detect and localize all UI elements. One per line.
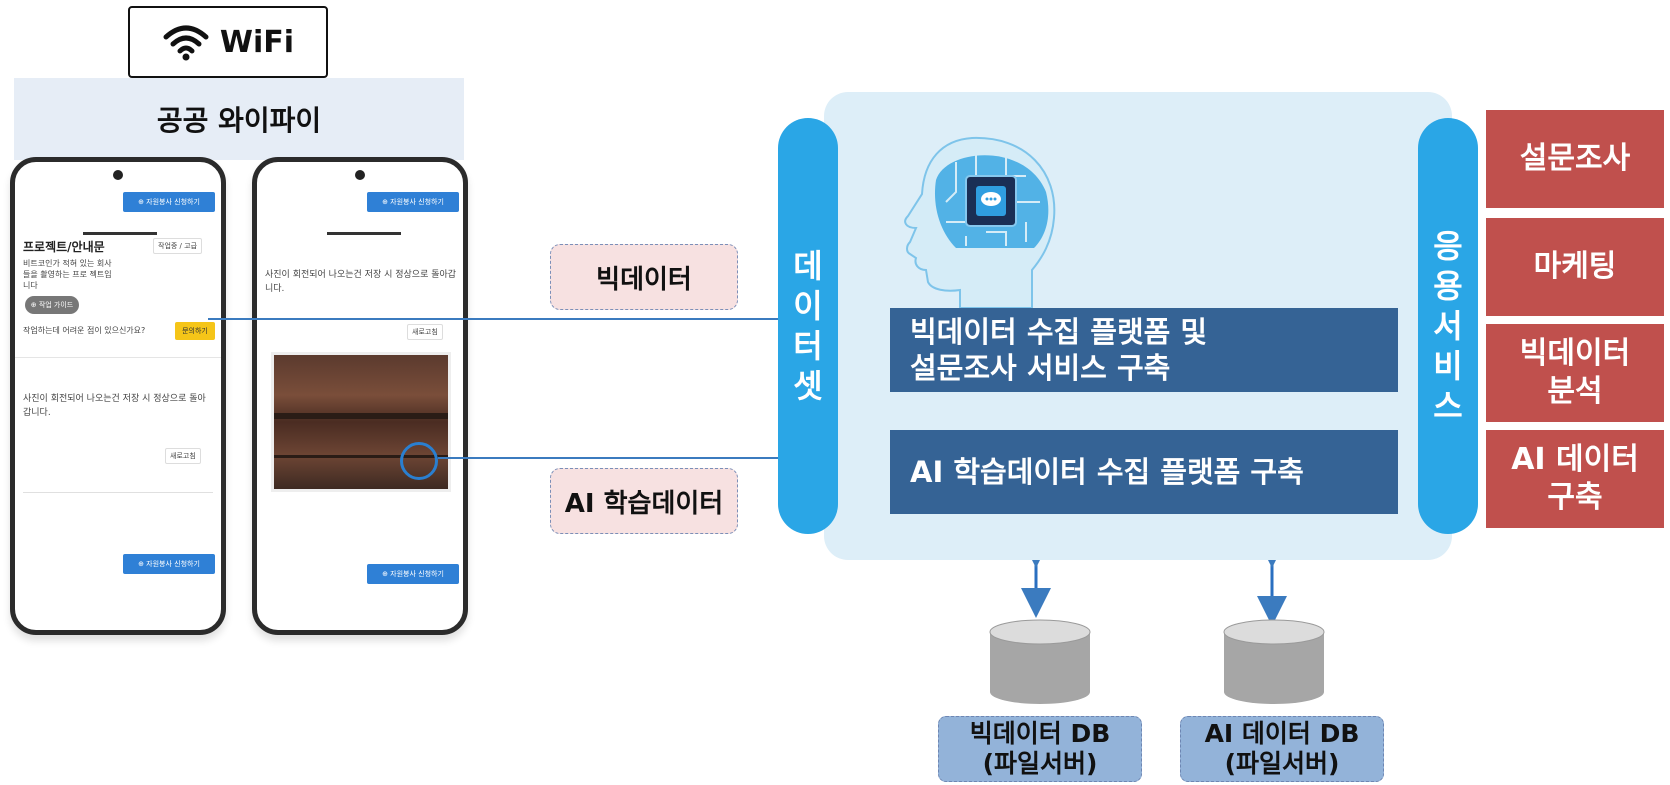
ai-data-db-label: AI 데이터 DB (파일서버) [1180,716,1384,782]
photo-note: 사진이 회전되어 나오는건 저장 시 정상으로 돌아갑니다. [265,270,457,294]
status-tag: 작업중 / 고급 [153,238,203,254]
service-char: 용 [1433,267,1463,305]
dataset-char: 이 [793,287,823,325]
wifi-badge: WiFi [128,6,328,78]
service-char: 서 [1433,307,1463,345]
dataset-char: 데 [793,247,823,285]
selection-circle [400,442,438,480]
project-desc: 비트코인가 적혀 있는 회사들을 촬영하는 프로 젝트입니다 [23,259,112,290]
volunteer-button-bottom[interactable]: ⊕ 자원봉사 신청하기 [367,564,459,584]
divider [83,232,157,235]
public-wifi-label: 공공 와이파이 [14,78,464,160]
section-separator [15,357,221,358]
phone-right: ⊕ 자원봉사 신청하기 사진이 회전되어 나오는건 저장 시 정상으로 돌아갑니… [252,157,468,635]
photo-preview [271,352,451,492]
question-text: 작업하는데 어려운 점이 있으신가요? [23,326,146,335]
database-icon [1223,619,1325,704]
service-ai-line1: AI 데이터 [1511,442,1639,477]
application-service-pill: 응 용 서 비 스 [1418,118,1478,534]
wifi-label: WiFi [219,24,295,60]
wifi-icon [163,25,209,61]
ai-brain-head-icon [904,136,1056,309]
service-ai-data: AI 데이터 구축 [1486,430,1664,528]
service-ai-line2: 구축 [1547,480,1603,515]
dataset-char: 터 [793,327,823,365]
db1-line2: (파일서버) [982,749,1098,778]
service-survey: 설문조사 [1486,110,1664,208]
service-char: 스 [1433,387,1463,425]
phone-left: ⊕ 자원봉사 신청하기 프로젝트/안내문 작업중 / 고급 비트코인가 적혀 있… [10,157,226,635]
ai-platform-box: AI 학습데이터 수집 플랫폼 구축 [890,430,1398,514]
card-border [23,492,213,493]
ai-learning-label: AI 학습데이터 [550,468,738,534]
camera-dot [355,170,365,180]
db1-line1: 빅데이터 DB [969,719,1111,748]
dataset-char: 셋 [793,367,823,405]
inquiry-button[interactable]: 문의하기 [175,322,215,340]
camera-dot [113,170,123,180]
bigdata-label: 빅데이터 [550,244,738,310]
refresh-tag[interactable]: 새로고침 [407,324,443,340]
bigdata-platform-box: 빅데이터 수집 플랫폼 및 설문조사 서비스 구축 [890,308,1398,392]
bigdata-db-label: 빅데이터 DB (파일서버) [938,716,1142,782]
volunteer-button-top[interactable]: ⊕ 자원봉사 신청하기 [123,192,215,212]
service-analysis-line1: 빅데이터 [1519,336,1631,371]
db2-line1: AI 데이터 DB [1204,719,1360,748]
photo-note: 사진이 회전되어 나오는건 저장 시 정상으로 돌아갑니다. [23,394,206,418]
bigdata-platform-line1: 빅데이터 수집 플랫폼 및 [910,315,1208,349]
service-survey-label: 설문조사 [1519,141,1631,176]
project-title: 프로젝트/안내문 [23,240,105,254]
volunteer-button-bottom[interactable]: ⊕ 자원봉사 신청하기 [123,554,215,574]
service-bigdata-analysis: 빅데이터 분석 [1486,324,1664,422]
volunteer-button-top[interactable]: ⊕ 자원봉사 신청하기 [367,192,459,212]
photo-stripe [274,455,448,458]
service-char: 비 [1433,347,1463,385]
db2-line2: (파일서버) [1224,749,1340,778]
service-analysis-line2: 분석 [1547,374,1603,409]
refresh-tag[interactable]: 새로고침 [165,448,201,464]
divider [327,232,401,235]
photo-stripe [274,413,448,419]
dataset-pill: 데 이 터 셋 [778,118,838,534]
bigdata-platform-line2: 설문조사 서비스 구축 [910,351,1171,385]
database-icon [989,619,1091,704]
service-marketing-label: 마케팅 [1533,249,1617,284]
service-marketing: 마케팅 [1486,218,1664,316]
guide-chip[interactable]: ⊕ 작업 가이드 [25,296,79,314]
service-char: 응 [1433,227,1463,265]
